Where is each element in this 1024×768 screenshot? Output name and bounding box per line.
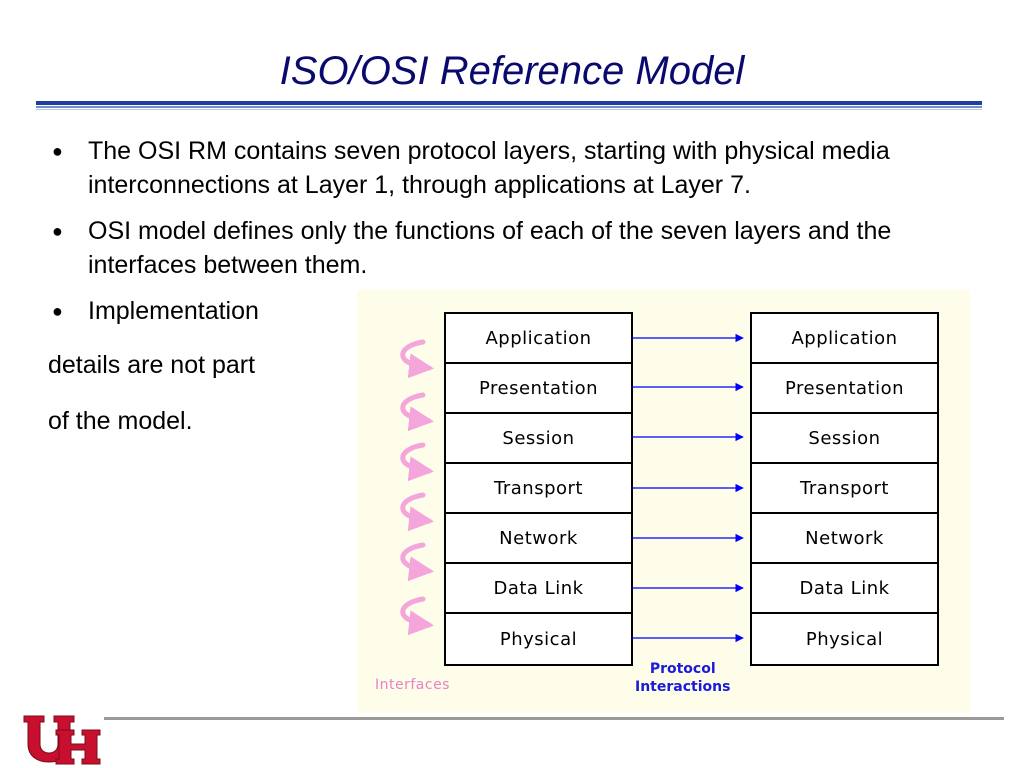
- sender-layer-stack: Application Presentation Session Transpo…: [444, 312, 633, 666]
- receiver-layer-stack: Application Presentation Session Transpo…: [750, 312, 939, 666]
- layer-network: Network: [446, 514, 631, 564]
- layer-data-link: Data Link: [446, 564, 631, 614]
- layer-session: Session: [446, 414, 631, 464]
- title-underline-tertiary: [36, 109, 982, 110]
- title-underline: [36, 101, 982, 105]
- interfaces-caption: Interfaces: [375, 677, 450, 693]
- osi-diagram: Application Presentation Session Transpo…: [357, 290, 970, 713]
- bullet-text: Implementation: [88, 297, 259, 325]
- layer-physical: Physical: [499, 628, 578, 650]
- interface-arrow-icon: [400, 339, 434, 379]
- layer-physical: Physical: [805, 628, 884, 650]
- bullet-list: ● The OSI RM contains seven protocol lay…: [48, 134, 978, 340]
- interface-arrow-icon: [400, 596, 434, 636]
- layer-presentation: Presentation: [446, 364, 631, 414]
- layer-transport: Transport: [752, 464, 937, 514]
- bullet-item: ● Implementation: [48, 294, 978, 328]
- diagram-arrows: [400, 333, 744, 643]
- layer-data-link: Data Link: [752, 564, 937, 614]
- protocol-interactions-caption: Protocol Interactions: [635, 660, 730, 696]
- bullet-text: The OSI RM contains seven protocol layer…: [88, 137, 890, 199]
- layer-transport: Transport: [446, 464, 631, 514]
- footer-rule: [104, 717, 1004, 720]
- bullet-item: ● The OSI RM contains seven protocol lay…: [48, 134, 978, 202]
- layer-application: Application: [752, 314, 937, 364]
- slide-title: ISO/OSI Reference Model: [279, 49, 745, 93]
- bullet-item: ● OSI model defines only the functions o…: [48, 214, 978, 282]
- bullet-dot-icon: ●: [52, 301, 63, 321]
- interface-arrow-icon: [400, 392, 434, 432]
- interface-arrow-icon: [400, 492, 434, 532]
- bullet-dot-icon: ●: [52, 141, 63, 161]
- protocol-arrows: [631, 333, 744, 643]
- layer-session: Session: [752, 414, 937, 464]
- continuation-line: of the model.: [48, 407, 193, 435]
- uh-logo-icon: [23, 715, 101, 765]
- layer-application: Application: [446, 314, 631, 364]
- bullet-dot-icon: ●: [52, 221, 63, 241]
- title-underline-secondary: [36, 106, 982, 108]
- continuation-line: details are not part: [48, 351, 256, 379]
- protocol-caption-line: Interactions: [635, 679, 731, 695]
- interface-arrow-icon: [400, 442, 434, 482]
- bullet-text: OSI model defines only the functions of …: [88, 217, 892, 279]
- layer-network: Network: [752, 514, 937, 564]
- interface-arrows: [400, 339, 434, 636]
- interface-arrow-icon: [400, 542, 434, 582]
- layer-presentation: Presentation: [752, 364, 937, 414]
- protocol-caption-line: Protocol: [649, 661, 716, 677]
